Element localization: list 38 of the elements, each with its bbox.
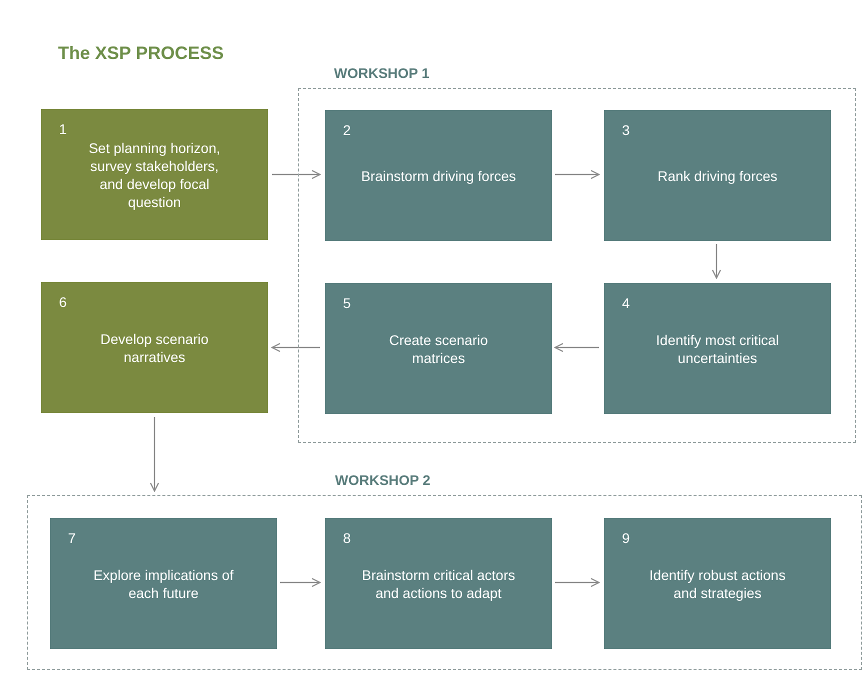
step-text: Develop scenario narratives xyxy=(99,330,210,366)
step-number: 2 xyxy=(343,121,351,140)
step-number: 5 xyxy=(343,294,351,313)
step-text: Explore implications of each future xyxy=(92,566,235,602)
step-text: Set planning horizon, survey stakeholders, and develop focal question xyxy=(88,138,222,210)
arrow xyxy=(712,244,722,279)
step-number: 4 xyxy=(622,294,630,313)
step-box xyxy=(325,283,552,414)
step-number: 7 xyxy=(68,529,76,548)
step-number: 9 xyxy=(622,529,630,548)
arrow xyxy=(271,342,320,352)
workshop-heading: WORKSHOP 1 xyxy=(334,64,430,83)
arrow xyxy=(280,578,321,588)
step-box xyxy=(604,283,831,414)
arrow xyxy=(555,170,600,180)
step-number: 3 xyxy=(622,121,630,140)
workshop-heading: WORKSHOP 2 xyxy=(335,471,430,490)
step-box xyxy=(41,282,268,413)
step-box xyxy=(604,110,831,241)
arrow xyxy=(150,417,160,492)
step-box xyxy=(325,110,552,241)
step-box xyxy=(50,518,277,649)
step-text: Identify most critical uncertainties xyxy=(655,330,780,366)
step-box xyxy=(604,518,831,649)
step-number: 8 xyxy=(343,529,351,548)
arrow xyxy=(554,342,599,352)
step-number: 1 xyxy=(59,120,67,139)
step-text: Create scenario matrices xyxy=(388,330,489,366)
step-box xyxy=(41,109,268,240)
diagram-title: The XSP PROCESS xyxy=(58,42,224,65)
arrow xyxy=(272,170,321,180)
step-text: Brainstorm driving forces xyxy=(360,166,517,184)
arrow xyxy=(555,578,600,588)
step-box xyxy=(325,518,552,649)
step-text: Brainstorm critical actors and actions to adapt xyxy=(360,566,516,602)
step-text: Identify robust actions and strategies xyxy=(648,566,787,602)
step-number: 6 xyxy=(59,293,67,312)
step-text: Rank driving forces xyxy=(656,166,778,184)
